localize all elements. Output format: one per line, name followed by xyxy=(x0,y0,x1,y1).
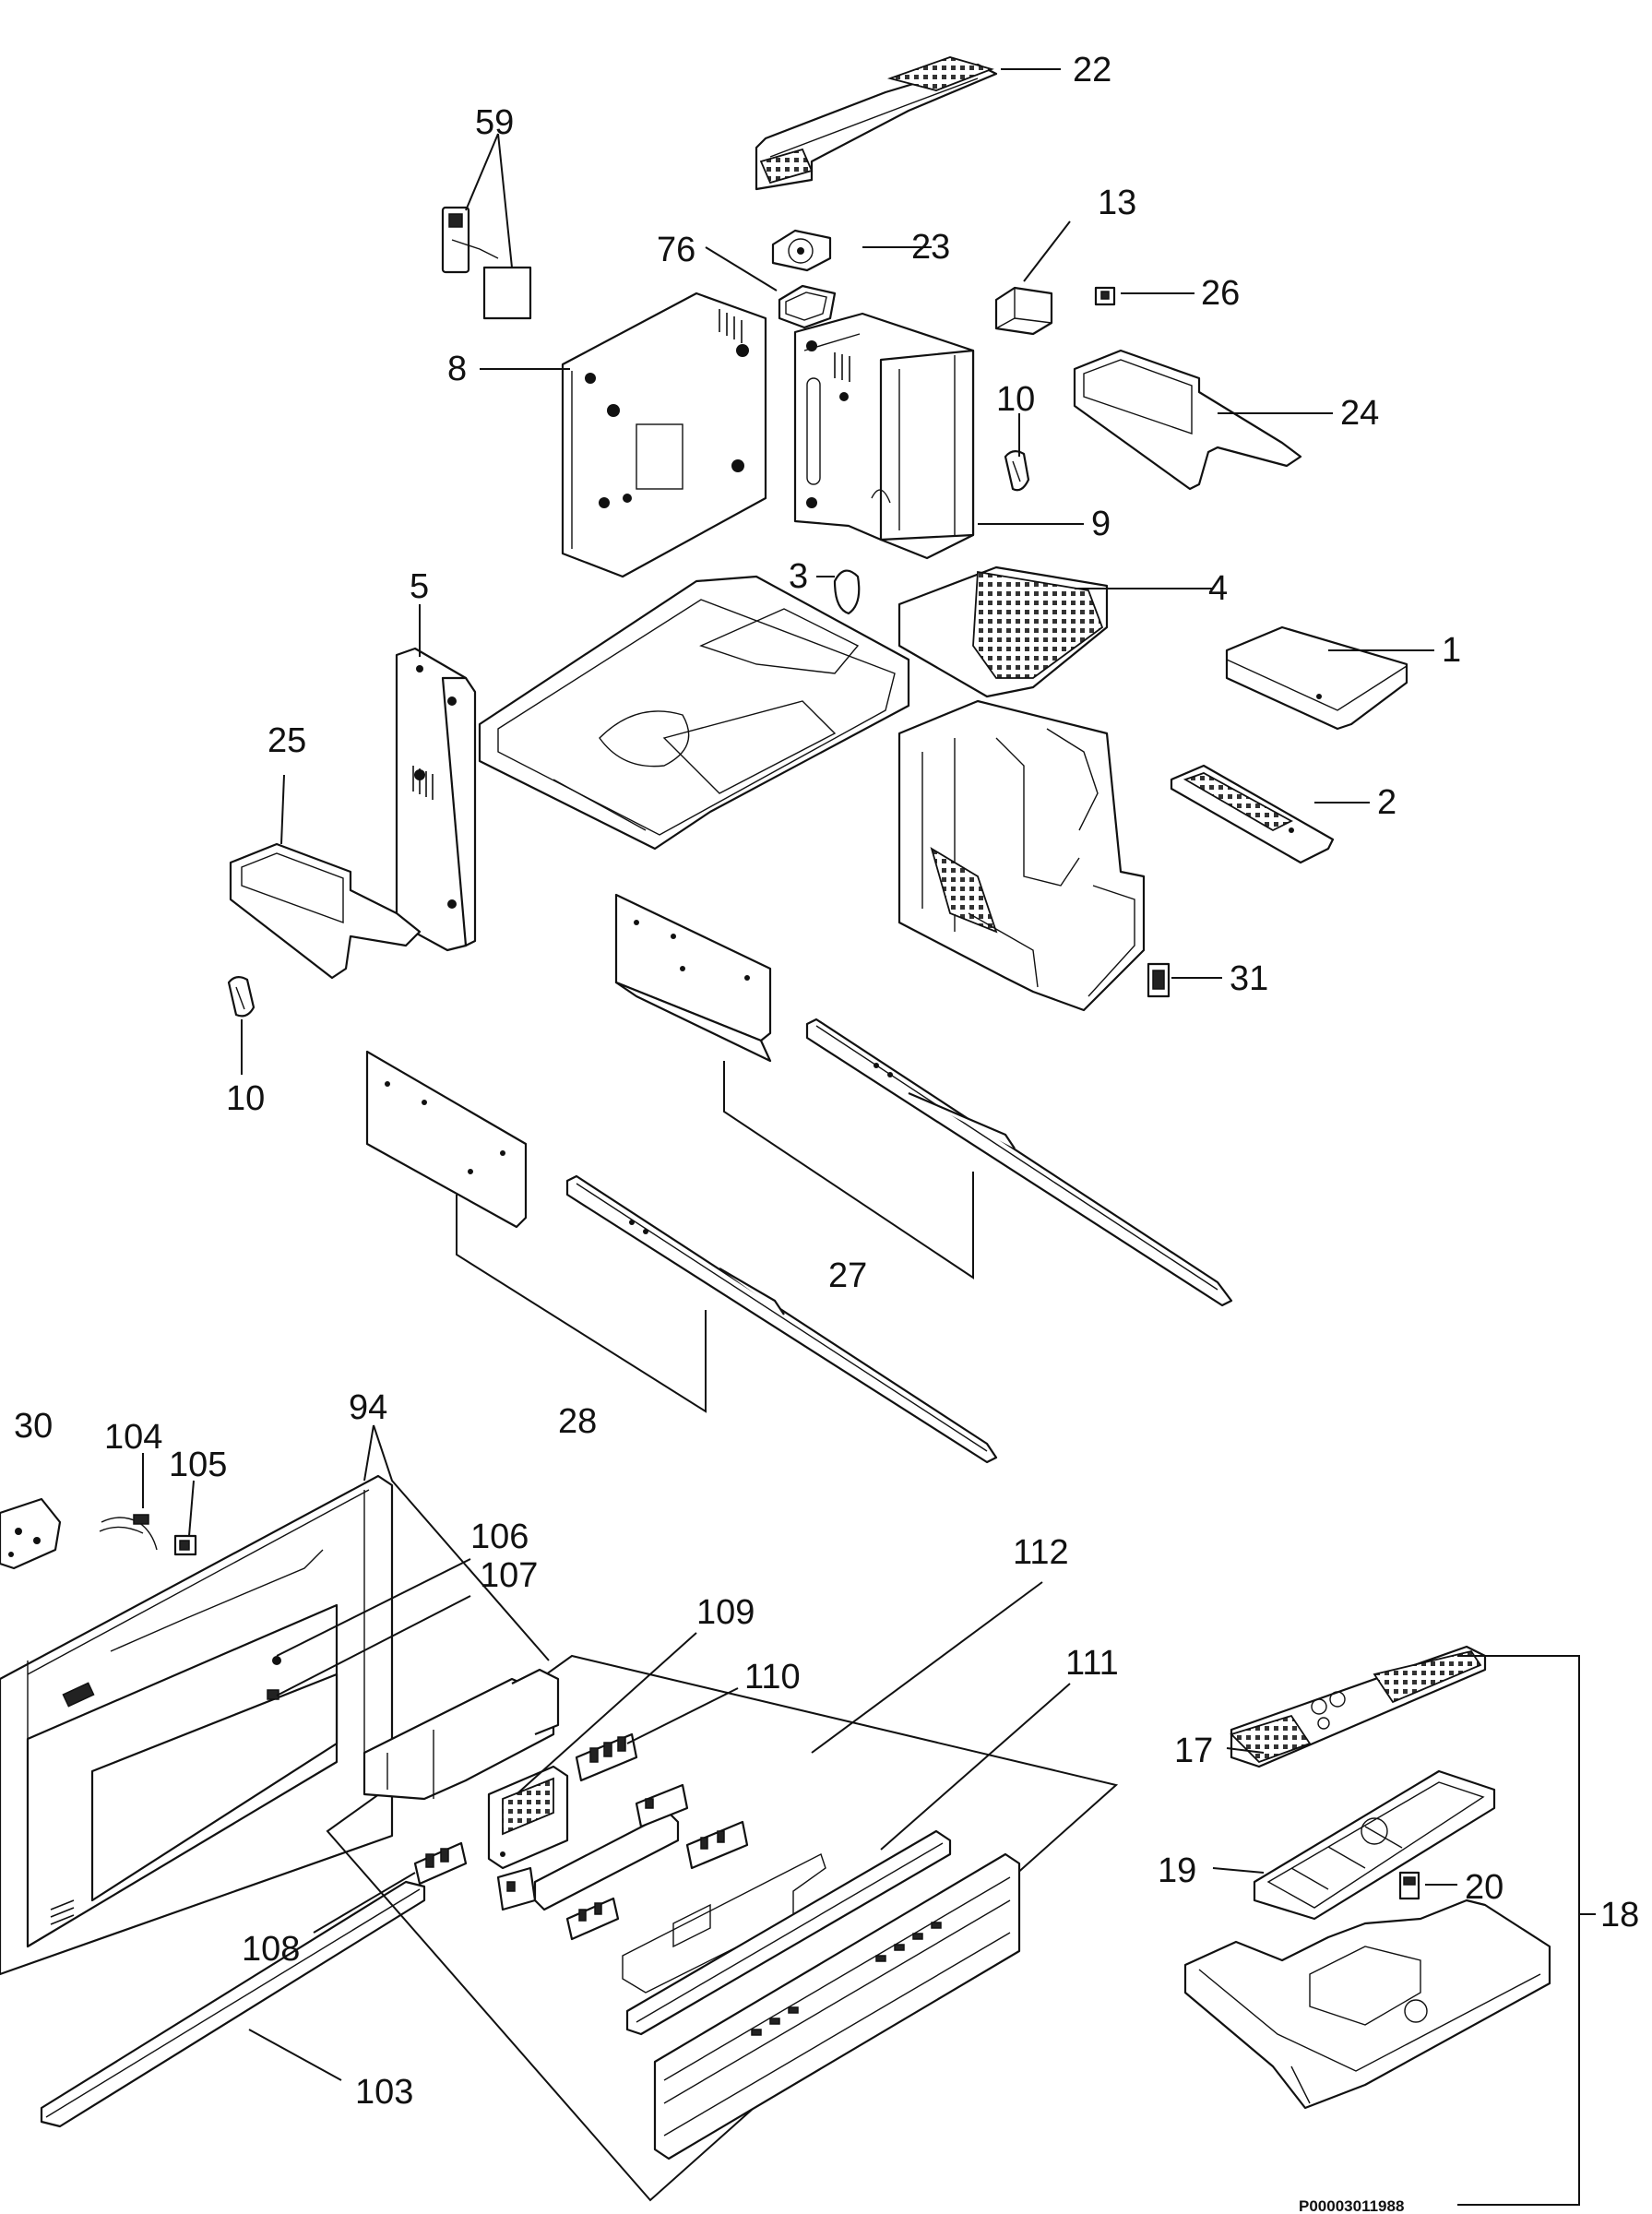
part-105-switch xyxy=(173,1534,197,1556)
part-110-button-board xyxy=(575,1732,638,1782)
part-small-boards xyxy=(565,1820,749,1941)
part-13-box xyxy=(994,286,1053,336)
callout-22: 22 xyxy=(1073,51,1111,89)
callout-8: 8 xyxy=(447,350,467,388)
part-108-board xyxy=(413,1841,468,1886)
callout-17: 17 xyxy=(1174,1732,1213,1770)
part-26-clip xyxy=(1094,286,1116,306)
callout-59: 59 xyxy=(475,103,514,142)
part-23-fan xyxy=(771,229,832,272)
callout-1: 1 xyxy=(1442,631,1461,670)
callout-10-lower: 10 xyxy=(226,1079,265,1118)
callout-106: 106 xyxy=(470,1518,529,1556)
callout-105: 105 xyxy=(169,1446,227,1484)
callout-108: 108 xyxy=(242,1930,300,1969)
callout-28: 28 xyxy=(558,1402,597,1441)
callout-109: 109 xyxy=(696,1593,755,1632)
callout-111: 111 xyxy=(1065,1644,1119,1683)
part-brew-unit-assembly xyxy=(897,699,1146,1012)
callout-76: 76 xyxy=(657,231,695,269)
part-104-wire xyxy=(99,1514,158,1551)
callout-112: 112 xyxy=(1013,1533,1069,1572)
part-20-clip xyxy=(1398,1871,1420,1900)
callout-10-upper: 10 xyxy=(996,380,1035,419)
callout-23: 23 xyxy=(911,228,950,267)
part-3-gasket xyxy=(833,569,861,615)
part-30-board xyxy=(0,1497,62,1570)
part-8-side-panel xyxy=(561,292,767,578)
part-2-grille xyxy=(1170,764,1335,864)
part-28-mounting-plate xyxy=(365,1050,528,1229)
part-94-housing xyxy=(362,1668,560,1801)
part-31-switch xyxy=(1147,962,1171,998)
callout-18: 18 xyxy=(1600,1896,1639,1934)
part-111-trim-strip xyxy=(625,1829,952,2036)
callout-13: 13 xyxy=(1098,184,1136,222)
callout-24: 24 xyxy=(1340,394,1379,433)
part-25-drip-tray xyxy=(229,842,422,980)
callout-30: 30 xyxy=(14,1407,53,1446)
callout-labels: 22 59 13 76 23 26 8 10 24 9 3 4 5 1 25 2… xyxy=(14,51,1639,2214)
part-17-grid-cover xyxy=(1230,1645,1487,1768)
callout-9: 9 xyxy=(1091,505,1111,543)
callout-3: 3 xyxy=(789,557,808,596)
callout-110: 110 xyxy=(744,1658,801,1696)
part-4-grid-cover xyxy=(897,565,1109,698)
callout-19: 19 xyxy=(1158,1851,1196,1890)
callout-94: 94 xyxy=(349,1388,387,1427)
callout-31: 31 xyxy=(1230,959,1268,998)
part-59-control-bracket xyxy=(441,206,532,320)
part-door-frame xyxy=(0,1474,394,1976)
callout-25: 25 xyxy=(267,721,306,760)
callout-26: 26 xyxy=(1201,274,1240,313)
part-103-bar xyxy=(40,1880,426,2128)
part-28-rail xyxy=(565,1174,998,1464)
callout-103: 103 xyxy=(355,2073,413,2112)
part-1-lid xyxy=(1225,625,1408,731)
part-19-grate-frame xyxy=(1253,1769,1496,1921)
group-18-bracket xyxy=(1457,1655,1596,2206)
document-code: P00003011988 xyxy=(1299,2197,1404,2214)
part-76-duct xyxy=(778,284,837,329)
part-22-top-cover xyxy=(755,56,998,191)
callout-4: 4 xyxy=(1208,569,1228,608)
part-9-side-panel xyxy=(793,312,975,560)
part-10-handle-upper xyxy=(1004,450,1030,492)
callout-2: 2 xyxy=(1377,783,1396,822)
callout-27: 27 xyxy=(828,1256,867,1295)
part-10-handle-lower xyxy=(227,976,256,1018)
callout-107: 107 xyxy=(480,1556,538,1595)
callout-20: 20 xyxy=(1465,1868,1503,1907)
part-5-side-plate xyxy=(395,647,477,952)
part-112-control-panel xyxy=(653,1852,1021,2160)
callout-5: 5 xyxy=(410,567,429,606)
part-27-mounting-plate xyxy=(614,893,772,1063)
part-drip-tray-base xyxy=(1183,1899,1551,2110)
part-button-board-middle xyxy=(496,1783,689,1911)
part-base-frame xyxy=(478,575,910,851)
part-109-display-board xyxy=(487,1765,569,1870)
part-24-tray xyxy=(1073,349,1302,491)
part-insulating-film xyxy=(622,1853,826,1994)
callout-104: 104 xyxy=(104,1418,162,1457)
part-27-rail xyxy=(805,1018,1233,1307)
leader-lines xyxy=(142,68,1457,2081)
